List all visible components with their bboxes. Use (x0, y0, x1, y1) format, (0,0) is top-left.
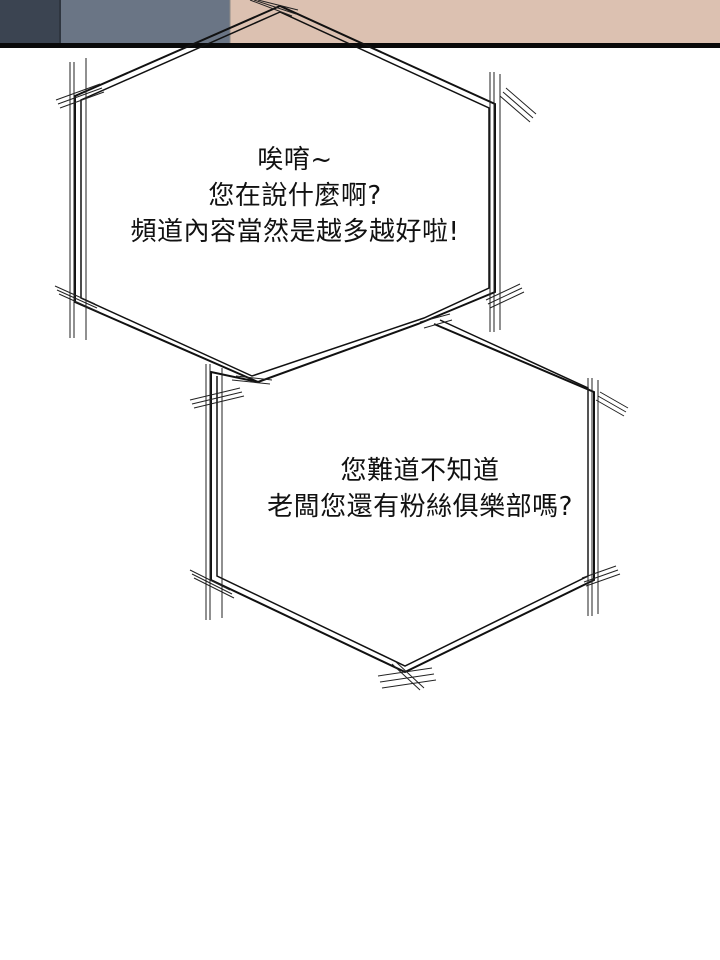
speech-bubble-1-text: 唉唷~ 您在說什麼啊? 頻道內容當然是越多越好啦! (60, 142, 530, 250)
speech-bubble-1-outline (74, 4, 496, 384)
dialogue-line: 唉唷~ (257, 145, 333, 175)
speech-bubble-2-text: 您難道不知道 老闆您還有粉絲俱樂部嗎? (200, 453, 640, 525)
dialogue-line: 您難道不知道 (340, 456, 500, 486)
top-panel-image (0, 0, 720, 48)
dialogue-line: 頻道內容當然是越多越好啦! (130, 217, 460, 247)
dialogue-line: 老闆您還有粉絲俱樂部嗎? (267, 492, 573, 522)
dialogue-line: 您在說什麼啊? (208, 181, 382, 211)
